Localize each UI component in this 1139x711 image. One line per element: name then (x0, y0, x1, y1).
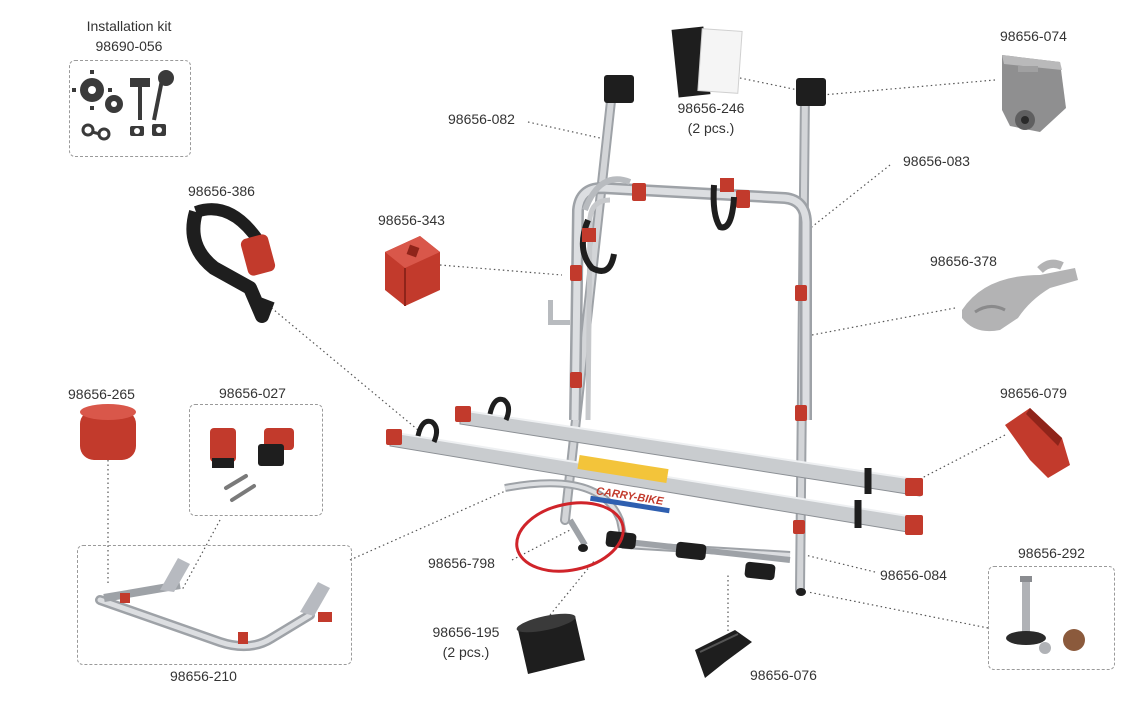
label-98656-083: 98656-083 (903, 153, 970, 169)
box-98656-210 (77, 545, 352, 665)
part-027-plugs (210, 428, 294, 502)
leader-195 (549, 559, 596, 616)
box-98656-292 (988, 566, 1115, 670)
top-bracket-right (796, 78, 826, 106)
label-kit-title: Installation kit (86, 18, 172, 34)
label-98656-195: 98656-195 (432, 624, 500, 640)
part-076-clip (695, 630, 752, 678)
leader-378 (811, 307, 956, 336)
part-195-sleeve (516, 613, 585, 674)
kit-nut-icon (130, 124, 166, 136)
label-98656-265: 98656-265 (68, 386, 135, 402)
box-98656-027 (189, 404, 323, 516)
kit-screw-icon (130, 70, 174, 121)
label-98656-343: 98656-343 (378, 212, 445, 228)
highlight-circle (515, 501, 625, 573)
part-210-frame (95, 558, 332, 652)
label-98656-074: 98656-074 (1000, 28, 1067, 44)
leader-083 (807, 164, 891, 231)
label-98656-246-qty: (2 pcs.) (687, 120, 735, 136)
kit-chain-link-icon (81, 123, 111, 141)
leader-386 (267, 304, 419, 431)
leader-074 (821, 79, 996, 96)
label-98656-027: 98656-027 (219, 385, 286, 401)
box-installation-kit (69, 60, 191, 157)
label-kit-code: 98690-056 (95, 38, 163, 54)
arch-frame (569, 182, 812, 421)
leader-lines (107, 77, 1006, 640)
part-246-pads (671, 26, 743, 98)
label-98656-386: 98656-386 (188, 183, 255, 199)
leader-292 (807, 591, 989, 629)
leader-210 (349, 487, 513, 561)
part-292-foot (1006, 576, 1085, 654)
leader-084 (804, 554, 876, 573)
label-98656-076: 98656-076 (750, 667, 817, 683)
kit-gears-icon (72, 70, 123, 113)
part-386-strap (186, 203, 276, 323)
grip-3 (744, 561, 776, 581)
leader-246 (739, 77, 799, 91)
leader-082 (527, 121, 601, 139)
label-98656-210: 98656-210 (170, 668, 237, 684)
label-98656-195-qty: (2 pcs.) (442, 644, 490, 660)
carrier-frame: CARRY-BIKE (386, 75, 923, 596)
part-265-cap (80, 404, 136, 460)
leader-079 (917, 434, 1006, 481)
part-343-block (385, 236, 440, 306)
label-98656-082: 98656-082 (448, 111, 515, 127)
label-98656-378: 98656-378 (930, 253, 997, 269)
label-98656-079: 98656-079 (1000, 385, 1067, 401)
leader-343 (439, 264, 563, 276)
top-bracket-left (604, 75, 634, 103)
label-98656-292: 98656-292 (1018, 545, 1085, 561)
label-98656-246: 98656-246 (677, 100, 745, 116)
part-074-bracket (1002, 55, 1066, 132)
leader-798 (511, 529, 571, 561)
label-98656-084: 98656-084 (880, 567, 947, 583)
grip-2 (675, 541, 707, 561)
part-079-holder (1005, 408, 1070, 478)
label-98656-798: 98656-798 (428, 555, 495, 571)
brand-plate (577, 455, 669, 483)
part-378-clamp (962, 259, 1078, 332)
